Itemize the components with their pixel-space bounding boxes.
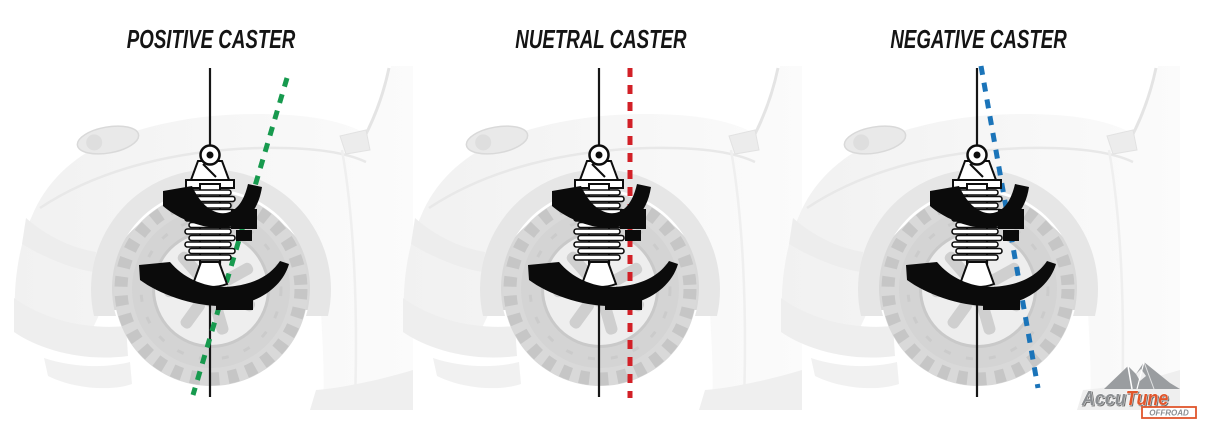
svg-text:AccuTune: AccuTune — [1081, 388, 1169, 410]
panel-title-neutral: NUETRAL CASTER — [514, 24, 687, 54]
panel-title-negative: NEGATIVE CASTER — [890, 24, 1067, 54]
accutune-offroad-logo: AccuTune OFFROAD — [1080, 361, 1197, 419]
logo-tagline-badge: OFFROAD — [1141, 406, 1197, 419]
panel-positive-caster: POSITIVE CASTER — [10, 0, 413, 423]
logo-brand-tune: Tune — [1126, 388, 1169, 410]
caster-axis-line-positive — [190, 77, 290, 396]
caster-axis-line-negative — [978, 65, 1041, 389]
logo-tagline: OFFROAD — [1149, 409, 1189, 418]
panel-neutral-caster: NUETRAL CASTER — [399, 0, 802, 423]
panel-title-positive: POSITIVE CASTER — [127, 24, 296, 54]
suspension-diagram-positive — [10, 58, 413, 410]
suspension-diagram-neutral — [399, 58, 802, 410]
panel-negative-caster: NEGATIVE CASTER — [777, 0, 1180, 423]
logo-brand-accu: Accu — [1081, 388, 1126, 410]
mountain-icon — [1104, 361, 1180, 390]
suspension-diagram-negative — [777, 58, 1180, 410]
